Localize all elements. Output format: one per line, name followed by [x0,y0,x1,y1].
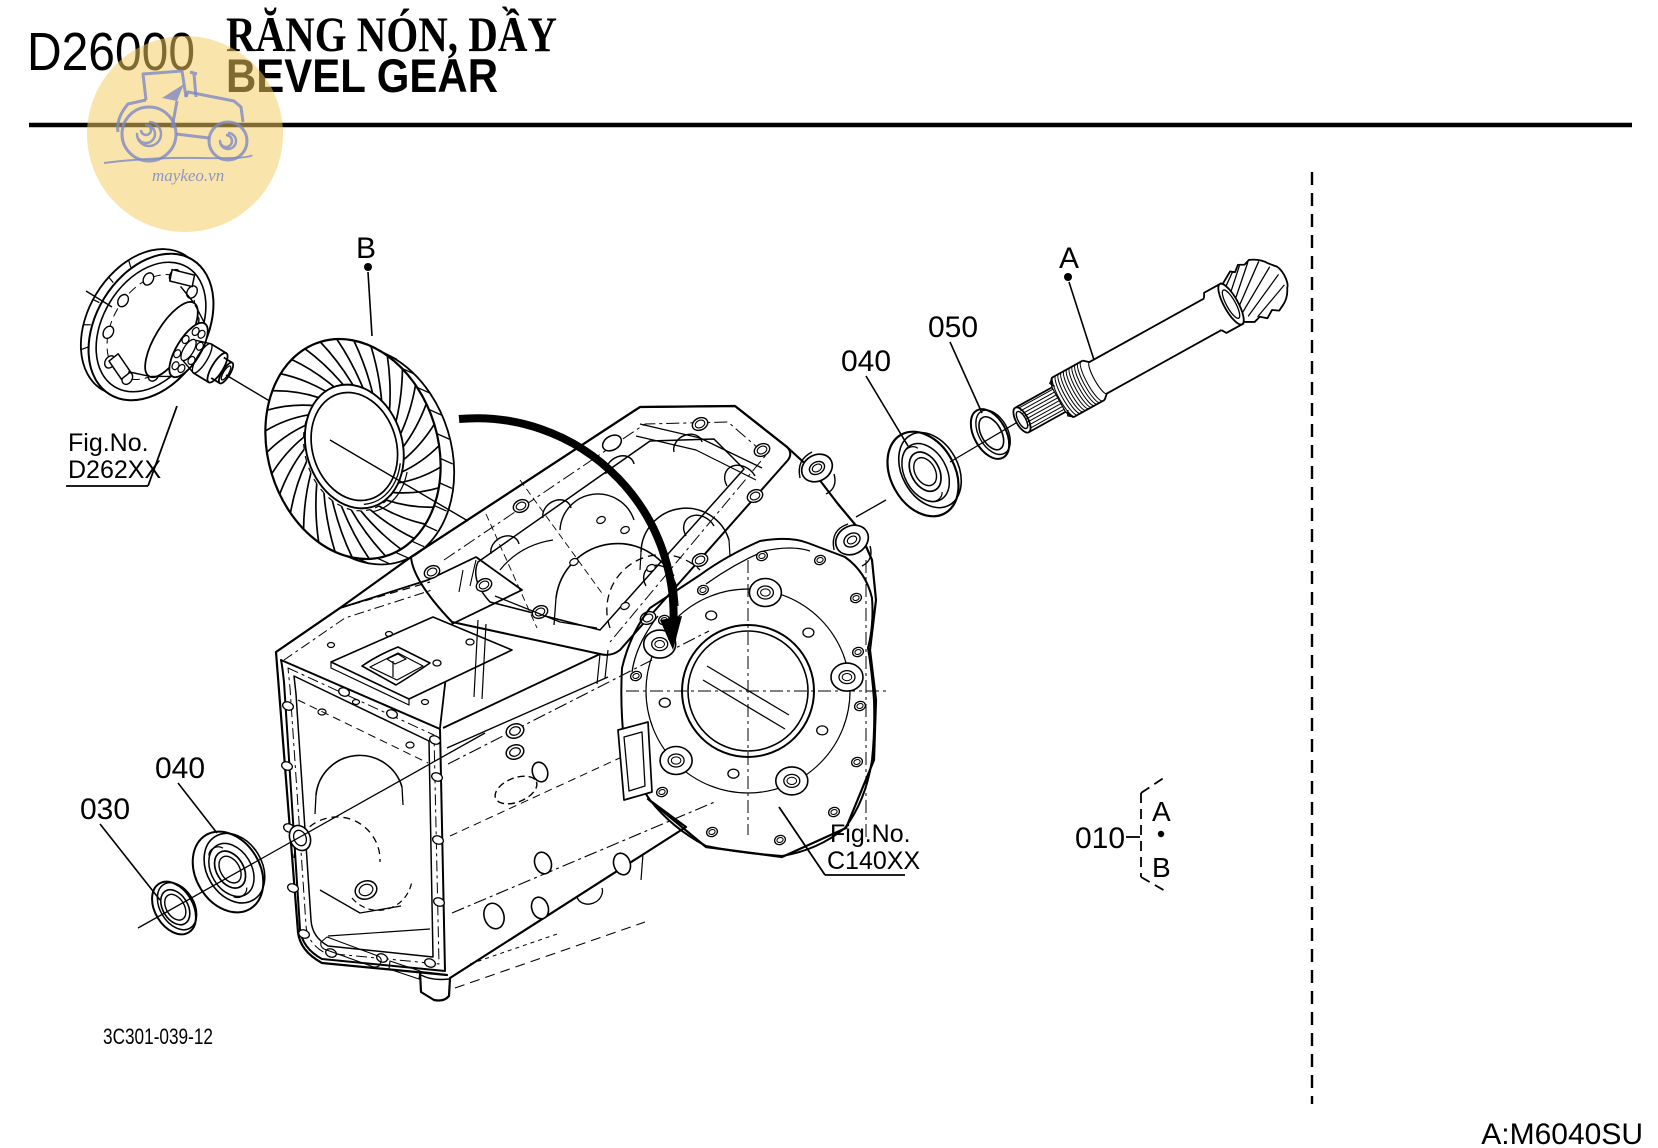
svg-text:C140XX: C140XX [827,847,920,875]
svg-text:Fig.No.: Fig.No. [830,820,911,848]
svg-text:A: A [1152,796,1171,827]
svg-text:030: 030 [80,793,130,826]
svg-text:A:M6040SU: A:M6040SU [1481,1118,1643,1148]
svg-text:B: B [1152,852,1171,883]
svg-text:A: A [1059,242,1079,275]
svg-text:040: 040 [155,752,205,785]
svg-text:RĂNG NÓN, DẦY: RĂNG NÓN, DẦY [226,5,557,62]
svg-text:050: 050 [928,311,978,344]
svg-text:3C301-039-12: 3C301-039-12 [103,1024,213,1049]
svg-text:040: 040 [841,345,891,378]
svg-text:010: 010 [1075,822,1125,855]
svg-text:Fig.No.: Fig.No. [68,429,149,457]
svg-text:maykeo.vn: maykeo.vn [152,166,224,185]
svg-text:D262XX: D262XX [68,456,161,484]
svg-text:B: B [356,232,376,265]
